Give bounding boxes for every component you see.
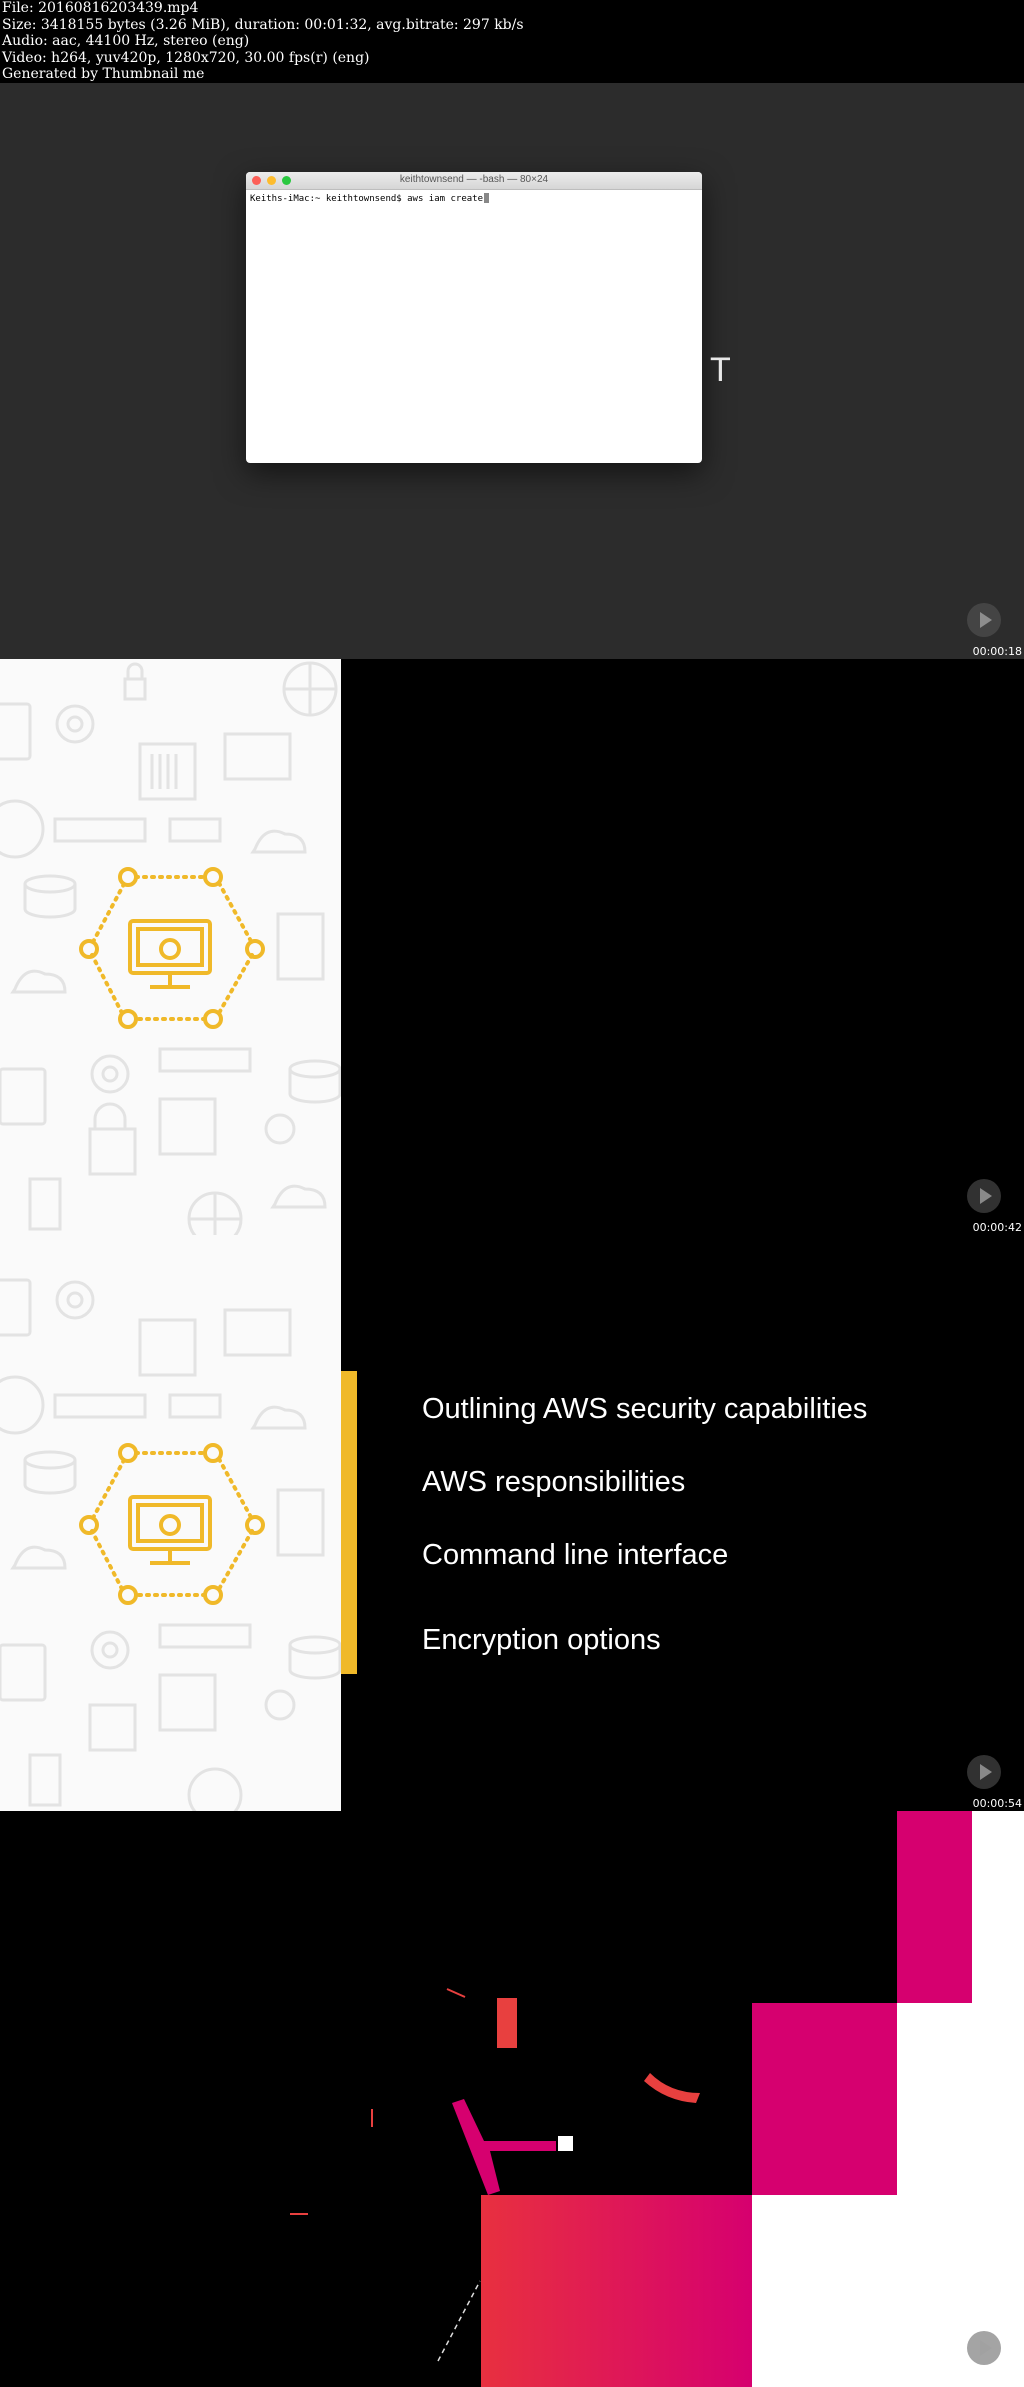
terminal-prompt: Keiths-iMac:~ keithtownsend$ aws iam cre… — [250, 194, 483, 204]
bullet-item: Outlining AWS security capabilities — [422, 1393, 868, 1425]
terminal-titlebar: keithtownsend — -bash — 80×24 — [246, 172, 702, 190]
accent-bar — [341, 1371, 357, 1674]
info-file: File: 20160816203439.mp4 — [2, 0, 199, 16]
shape-magenta-mid — [752, 2003, 897, 2195]
abstract-shapes — [290, 1811, 1024, 2387]
info-size: Size: 3418155 bytes (3.26 MiB), duration… — [2, 16, 524, 33]
timestamp: 00:01:28 — [972, 2373, 1022, 2386]
zoom-icon[interactable] — [282, 176, 291, 185]
shape-gradient-block — [481, 2195, 752, 2387]
close-icon[interactable] — [252, 176, 261, 185]
shape-coral-arc — [644, 2073, 700, 2103]
thumbnail-frame-4[interactable]: 00:01:28 — [0, 1811, 1024, 2387]
shape-coral-bar — [497, 1998, 517, 2048]
play-icon[interactable] — [967, 1179, 1001, 1213]
thumbnail-frame-3[interactable]: Outlining AWS security capabilities AWS … — [0, 1235, 1024, 1811]
minimize-icon[interactable] — [267, 176, 276, 185]
pattern-icons — [0, 661, 341, 1235]
play-icon[interactable] — [967, 2331, 1001, 2365]
bullet-item: Encryption options — [422, 1624, 661, 1656]
bullet-item: AWS responsibilities — [422, 1466, 686, 1498]
terminal-command-line[interactable]: Keiths-iMac:~ keithtownsend$ aws iam cre… — [246, 190, 702, 207]
thumbnail-frame-1[interactable]: keithtownsend — -bash — 80×24 Keiths-iMa… — [0, 83, 1024, 659]
info-generator: Generated by Thumbnail me — [2, 66, 205, 82]
shape-white-mid — [897, 2003, 1024, 2195]
shape-white-square — [558, 2136, 573, 2151]
play-icon[interactable] — [967, 1755, 1001, 1789]
timestamp: 00:00:18 — [972, 645, 1022, 658]
timestamp: 00:00:54 — [972, 1797, 1022, 1810]
shape-white-top — [972, 1811, 1024, 2003]
shape-dashed-line — [437, 2280, 481, 2362]
info-audio: Audio: aac, 44100 Hz, stereo (eng) — [2, 33, 250, 49]
video-info-header: File: 20160816203439.mp4 Size: 3418155 b… — [0, 0, 1024, 83]
shape-magenta-angle — [452, 2099, 556, 2195]
icon-pattern-panel — [0, 659, 341, 1235]
play-icon[interactable] — [967, 603, 1001, 637]
terminal-window[interactable]: keithtownsend — -bash — 80×24 Keiths-iMa… — [246, 172, 702, 463]
timestamp: 00:00:42 — [972, 1221, 1022, 1234]
thumbnail-frame-2[interactable]: 00:00:42 — [0, 659, 1024, 1235]
shape-magenta-top — [897, 1811, 972, 2003]
pattern-icons — [0, 1278, 341, 1811]
terminal-title: keithtownsend — -bash — 80×24 — [399, 174, 549, 185]
info-video: Video: h264, yuv420p, 1280x720, 30.00 fp… — [2, 49, 370, 66]
shape-line — [446, 1988, 466, 1998]
icon-pattern-panel — [0, 1235, 341, 1811]
cursor — [484, 193, 489, 203]
bullet-item: Command line interface — [422, 1539, 729, 1571]
slide-partial-text: T — [710, 351, 731, 389]
